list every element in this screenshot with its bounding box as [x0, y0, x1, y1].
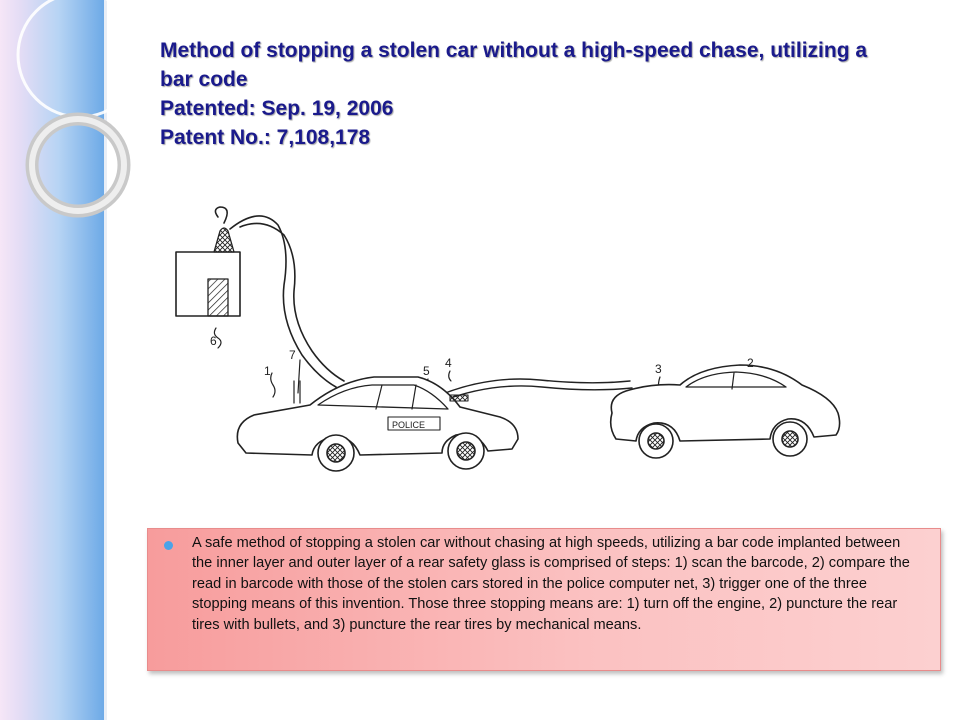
light-bar [449, 394, 469, 402]
label-2: 2 [747, 356, 754, 370]
bullet-icon [164, 541, 173, 550]
label-4: 4 [445, 356, 452, 370]
police-label-box [387, 416, 441, 431]
title-patent-date: Patented: Sep. 19, 2006 [160, 97, 394, 120]
label-1: 1 [264, 364, 271, 378]
decorative-rings [16, 0, 144, 218]
scanner-window [207, 278, 229, 317]
scanner-cable [229, 215, 337, 388]
decorative-band-edge [104, 0, 107, 720]
label-6: 6 [210, 334, 217, 348]
link-wire [439, 378, 631, 396]
slide-title: Method of stopping a stolen car without … [160, 36, 930, 152]
title-patent-number: Patent No.: 7,108,178 [160, 126, 371, 149]
label-5: 5 [423, 364, 430, 378]
description-text: A safe method of stopping a stolen car w… [192, 535, 910, 633]
label-3: 3 [655, 362, 662, 376]
police-car-label: POLICE [392, 420, 425, 430]
patent-drawing: 6 7 1 5 4 3 2 POLICE [175, 206, 841, 472]
description-box: A safe method of stopping a stolen car w… [147, 528, 941, 671]
label-7: 7 [289, 348, 296, 362]
title-line-2: bar code [160, 68, 248, 91]
title-line-1: Method of stopping a stolen car without … [160, 39, 868, 62]
scanner-antenna [213, 227, 235, 253]
